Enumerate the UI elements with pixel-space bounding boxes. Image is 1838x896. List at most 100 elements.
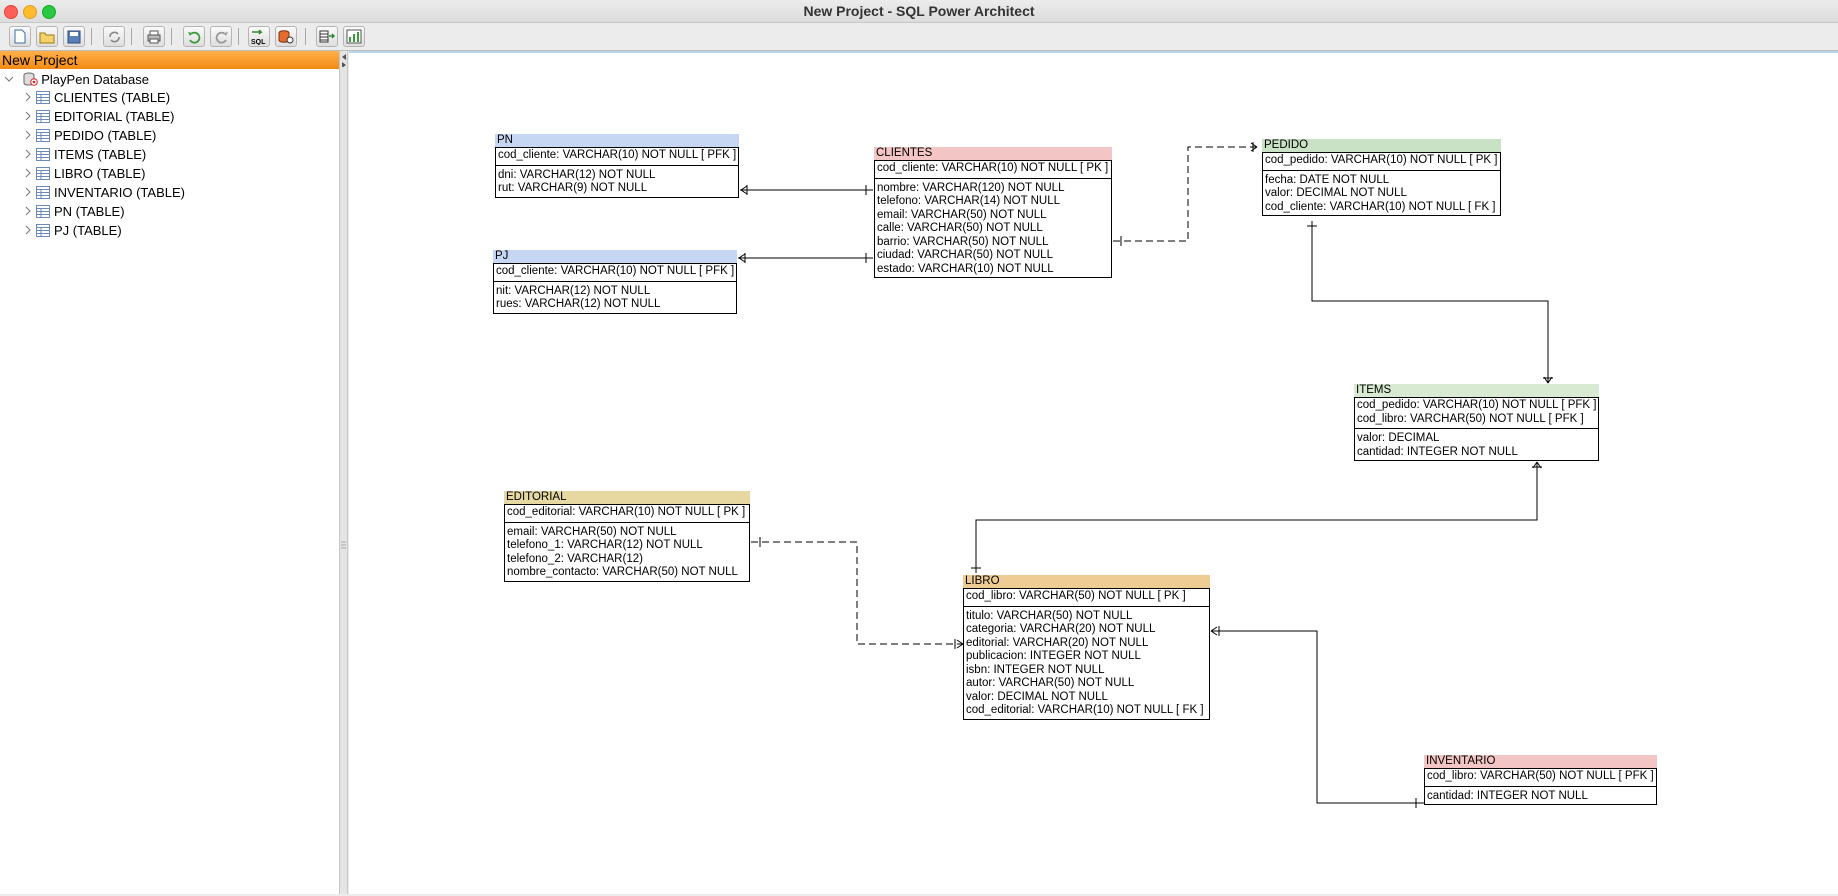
open-project-button[interactable]	[36, 26, 58, 47]
column[interactable]: telefono_1: VARCHAR(12) NOT NULL	[507, 539, 703, 551]
column[interactable]: editorial: VARCHAR(20) NOT NULL	[966, 636, 1149, 649]
close-window-button[interactable]	[4, 5, 18, 19]
column[interactable]: telefono: VARCHAR(14) NOT NULL	[877, 195, 1061, 207]
relationship-editorial-libro[interactable]	[751, 541, 963, 645]
tree-item-table[interactable]: PJ (TABLE)	[24, 222, 122, 240]
column[interactable]: calle: VARCHAR(50) NOT NULL	[877, 222, 1043, 234]
column[interactable]: rues: VARCHAR(12) NOT NULL	[496, 298, 661, 310]
table-title[interactable]: PN	[495, 134, 739, 147]
column[interactable]: isbn: INTEGER NOT NULL	[966, 663, 1105, 676]
relationship-pedido-items[interactable]	[1311, 221, 1549, 383]
column[interactable]: valor: DECIMAL NOT NULL	[966, 690, 1108, 703]
table-title[interactable]: ITEMS	[1354, 384, 1599, 397]
tree-item-table[interactable]: PEDIDO (TABLE)	[24, 127, 156, 145]
refresh-button[interactable]	[103, 26, 125, 47]
pk-column[interactable]: cod_cliente: VARCHAR(10) NOT NULL [ PFK …	[496, 265, 735, 277]
undo-button[interactable]	[183, 26, 205, 47]
chevron-right-icon[interactable]	[24, 222, 36, 240]
column[interactable]: barrio: VARCHAR(50) NOT NULL	[877, 235, 1049, 248]
table-title[interactable]: CLIENTES	[874, 147, 1112, 160]
relationship-clientes-pedido[interactable]	[1113, 146, 1257, 242]
save-project-button[interactable]	[63, 26, 85, 47]
forward-engineer-sql-button[interactable]: SQL	[248, 26, 270, 47]
column[interactable]: nombre_contacto: VARCHAR(50) NOT NULL	[507, 566, 738, 578]
tree-item-table[interactable]: ITEMS (TABLE)	[24, 146, 146, 164]
column[interactable]: nombre: VARCHAR(120) NOT NULL	[877, 181, 1065, 194]
data-mover-button[interactable]	[316, 26, 338, 47]
chevron-right-icon[interactable]	[24, 203, 36, 221]
tree-item-table[interactable]: CLIENTES (TABLE)	[24, 89, 170, 107]
table-title[interactable]: PEDIDO	[1262, 139, 1501, 152]
tree-item-table[interactable]: LIBRO (TABLE)	[24, 165, 146, 183]
tree-item-table[interactable]: EDITORIAL (TABLE)	[24, 108, 174, 126]
pk-column[interactable]: cod_libro: VARCHAR(50) NOT NULL [ PFK ]	[1357, 412, 1584, 425]
minimize-window-button[interactable]	[23, 5, 37, 19]
project-header[interactable]: New Project	[0, 51, 339, 69]
collapse-left-icon[interactable]	[340, 53, 348, 67]
table-title[interactable]: INVENTARIO	[1424, 755, 1657, 768]
playpen-canvas[interactable]: PN cod_cliente: VARCHAR(10) NOT NULL [ PF…	[349, 51, 1838, 894]
column[interactable]: rut: VARCHAR(9) NOT NULL	[498, 182, 648, 194]
table-title[interactable]: PJ	[493, 250, 737, 263]
column[interactable]: email: VARCHAR(50) NOT NULL	[877, 208, 1047, 221]
pk-column[interactable]: cod_cliente: VARCHAR(10) NOT NULL [ PK ]	[877, 162, 1109, 174]
maximize-window-button[interactable]	[42, 5, 56, 19]
column[interactable]: email: VARCHAR(50) NOT NULL	[507, 525, 677, 538]
column[interactable]: fecha: DATE NOT NULL	[1265, 173, 1390, 186]
column[interactable]: telefono_2: VARCHAR(12)	[507, 552, 643, 565]
column[interactable]: titulo: VARCHAR(50) NOT NULL	[966, 609, 1133, 622]
chevron-right-icon[interactable]	[24, 146, 36, 164]
chevron-down-icon[interactable]	[4, 71, 18, 89]
table-pedido[interactable]: PEDIDO cod_pedido: VARCHAR(10) NOT NULL […	[1262, 139, 1501, 216]
chevron-right-icon[interactable]	[24, 184, 36, 202]
table-items[interactable]: ITEMS cod_pedido: VARCHAR(10) NOT NULL [ …	[1354, 384, 1599, 461]
table-pj[interactable]: PJ cod_cliente: VARCHAR(10) NOT NULL [ PF…	[493, 250, 737, 314]
table-title[interactable]: EDITORIAL	[504, 491, 750, 504]
profile-button[interactable]	[343, 26, 365, 47]
tree-item-table[interactable]: INVENTARIO (TABLE)	[24, 184, 185, 202]
column[interactable]: cod_editorial: VARCHAR(10) NOT NULL [ FK…	[966, 704, 1204, 716]
pk-column[interactable]: cod_editorial: VARCHAR(10) NOT NULL [ PK…	[507, 506, 746, 518]
splitter-grip-icon[interactable]	[340, 541, 347, 549]
tree-item-label: EDITORIAL (TABLE)	[54, 109, 175, 124]
chevron-right-icon[interactable]	[24, 127, 36, 145]
table-libro[interactable]: LIBRO cod_libro: VARCHAR(50) NOT NULL [ P…	[963, 575, 1210, 720]
redo-icon	[215, 31, 228, 44]
tree-item-table[interactable]: PN (TABLE)	[24, 203, 125, 221]
redo-button[interactable]	[210, 26, 232, 47]
table-title[interactable]: LIBRO	[963, 575, 1210, 588]
pk-column[interactable]: cod_libro: VARCHAR(50) NOT NULL [ PFK ]	[1427, 770, 1654, 782]
column[interactable]: cantidad: INTEGER NOT NULL	[1427, 789, 1588, 802]
column[interactable]: nit: VARCHAR(12) NOT NULL	[496, 284, 651, 297]
chevron-right-icon[interactable]	[24, 89, 36, 107]
column[interactable]: categoria: VARCHAR(20) NOT NULL	[966, 623, 1156, 635]
relationship-libro-inventario[interactable]	[1211, 630, 1424, 804]
chevron-right-icon[interactable]	[24, 108, 36, 126]
column[interactable]: ciudad: VARCHAR(50) NOT NULL	[877, 249, 1053, 261]
pk-column[interactable]: cod_pedido: VARCHAR(10) NOT NULL [ PFK ]	[1357, 399, 1597, 411]
column[interactable]: cod_cliente: VARCHAR(10) NOT NULL [ FK ]	[1265, 200, 1496, 213]
chevron-right-icon[interactable]	[24, 165, 36, 183]
pk-column[interactable]: cod_cliente: VARCHAR(10) NOT NULL [ PFK …	[498, 149, 737, 161]
relationship-items-libro[interactable]	[975, 462, 1538, 573]
column[interactable]: valor: DECIMAL NOT NULL	[1265, 187, 1407, 199]
column[interactable]: autor: VARCHAR(50) NOT NULL	[966, 677, 1135, 689]
table-inventario[interactable]: INVENTARIO cod_libro: VARCHAR(50) NOT NUL…	[1424, 755, 1657, 805]
pk-column[interactable]: cod_libro: VARCHAR(50) NOT NULL [ PK ]	[966, 590, 1186, 602]
table-clientes[interactable]: CLIENTES cod_cliente: VARCHAR(10) NOT NUL…	[874, 147, 1112, 278]
column[interactable]: estado: VARCHAR(10) NOT NULL	[877, 262, 1054, 275]
column[interactable]: cantidad: INTEGER NOT NULL	[1357, 445, 1518, 458]
column[interactable]: valor: DECIMAL	[1357, 432, 1440, 444]
panel-splitter[interactable]	[339, 51, 348, 894]
open-folder-icon	[39, 32, 55, 43]
table-editorial[interactable]: EDITORIAL cod_editorial: VARCHAR(10) NOT …	[504, 491, 750, 582]
pk-column[interactable]: cod_pedido: VARCHAR(10) NOT NULL [ PK ]	[1265, 154, 1498, 166]
tree-root-playpen[interactable]: PlayPen Database	[4, 71, 149, 89]
compare-dm-button[interactable]	[275, 26, 297, 47]
print-button[interactable]	[143, 26, 165, 47]
table-pn[interactable]: PN cod_cliente: VARCHAR(10) NOT NULL [ PF…	[495, 134, 739, 198]
new-project-button[interactable]	[9, 26, 31, 47]
column[interactable]: dni: VARCHAR(12) NOT NULL	[498, 168, 656, 181]
column[interactable]: publicacion: INTEGER NOT NULL	[966, 650, 1141, 662]
